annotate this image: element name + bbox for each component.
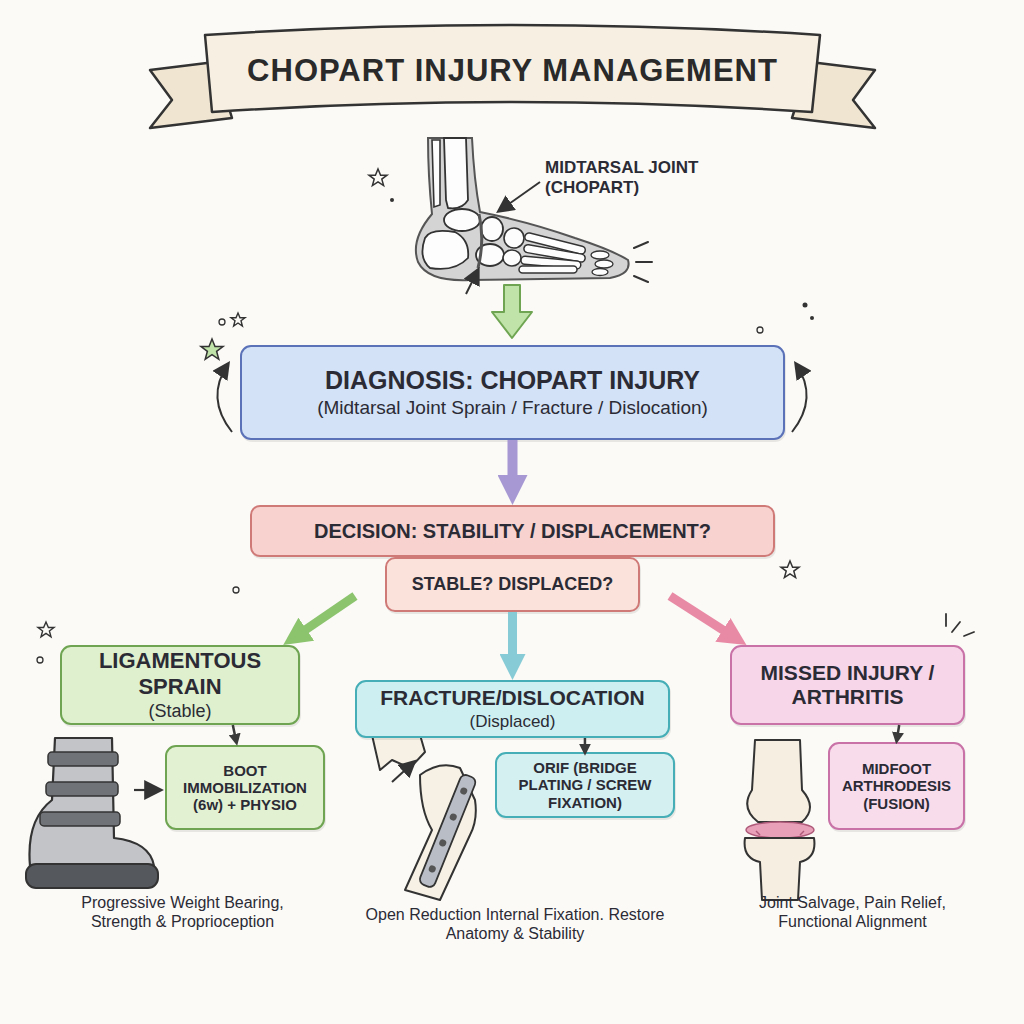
- decision-tab: STABLE? DISPLACED?: [385, 557, 640, 612]
- sparkle-lines: [946, 614, 974, 636]
- diagnosis-box: DIAGNOSIS: CHOPART INJURY(Midtarsal Join…: [240, 345, 785, 440]
- treatment-box: BOOT IMMOBILIZATION (6w) + PHYSIO: [165, 745, 325, 830]
- star-doodle: [38, 622, 54, 637]
- dot-doodle: [37, 657, 43, 663]
- navicular-bone: [481, 217, 503, 241]
- boot-strap: [46, 782, 118, 796]
- box-heading: LIGAMENTOUS SPRAIN: [68, 647, 292, 700]
- dot-doodle: [803, 303, 808, 308]
- pointer-arrow: [134, 789, 160, 791]
- flow-arrow: [898, 725, 899, 734]
- title-banner: [205, 25, 820, 112]
- dot-doodle: [810, 316, 814, 320]
- femur-bone: [747, 740, 810, 822]
- box-heading: MIDFOOT ARTHRODESIS (FUSION): [836, 759, 957, 813]
- star-doodle: [201, 339, 223, 359]
- flow-arrow: [233, 725, 235, 736]
- toe-bone: [591, 251, 609, 259]
- cuneiform-bone: [503, 250, 521, 266]
- sparkle-lines: [634, 242, 652, 282]
- cuneiform-bone: [504, 228, 524, 248]
- dot-doodle: [757, 327, 763, 333]
- inflamed-cartilage: [746, 822, 814, 838]
- boot-strap: [40, 812, 120, 826]
- flow-arrow: [584, 738, 587, 746]
- treatment-box: MIDFOOT ARTHRODESIS (FUSION): [828, 742, 965, 830]
- dot-doodle: [390, 198, 394, 202]
- box-heading: MISSED INJURY / ARTHRITIS: [738, 660, 957, 710]
- joint-mark: [756, 831, 804, 835]
- boot-sole: [26, 864, 158, 888]
- note-text: Open Reduction Internal Fixation. Restor…: [365, 905, 665, 943]
- box-subtitle: (Midtarsal Joint Sprain / Fracture / Dis…: [313, 396, 712, 420]
- star-doodle: [781, 561, 799, 578]
- screw-head: [459, 787, 468, 796]
- box-heading: BOOT IMMOBILIZATION (6w) + PHYSIO: [173, 761, 317, 815]
- flow-arrow: [492, 285, 532, 338]
- star-doodle: [369, 169, 387, 186]
- bridge-plate: [418, 773, 477, 888]
- flow-arrow: [670, 596, 727, 633]
- flow-arrow: [508, 440, 518, 480]
- box-heading: ORIF (BRIDGE PLATING / SCREW FIXATION): [503, 758, 667, 812]
- leader-arrow: [466, 270, 478, 294]
- box-heading: FRACTURE/DISLOCATION: [376, 685, 648, 711]
- decision-question: STABLE? DISPLACED?: [408, 573, 618, 596]
- leader-arrow: [499, 182, 540, 211]
- decision-banner: DECISION: STABILITY / DISPLACEMENT?: [250, 505, 775, 557]
- walker-boot: [29, 738, 154, 866]
- dot-doodle: [219, 319, 225, 325]
- tibia-bone: [745, 838, 815, 900]
- flow-arrow: [302, 596, 355, 632]
- boot-strap: [48, 752, 118, 766]
- cycle-arrow: [792, 364, 807, 432]
- process-box: LIGAMENTOUS SPRAIN(Stable): [60, 645, 300, 725]
- fibula-bone: [432, 140, 440, 207]
- title-text: CHOPART INJURY MANAGEMENT: [215, 42, 810, 100]
- decision-heading: DECISION: STABILITY / DISPLACEMENT?: [310, 519, 715, 544]
- screw-head: [449, 812, 458, 821]
- pointer-arrow: [392, 762, 414, 782]
- part-label: MIDTARSAL JOINT (CHOPART): [545, 158, 720, 199]
- box-subtitle: (Displaced): [466, 711, 560, 733]
- screw-head: [438, 838, 447, 847]
- screw-head: [428, 864, 437, 873]
- plate-body: [418, 773, 477, 888]
- toe-bone: [595, 260, 613, 268]
- toe-bone: [592, 269, 608, 276]
- decision-box: DECISION: STABILITY / DISPLACEMENT? STABL…: [250, 505, 775, 612]
- cycle-arrow: [217, 364, 232, 432]
- dot-doodle: [233, 587, 239, 593]
- process-box: FRACTURE/DISLOCATION(Displaced): [355, 680, 670, 738]
- talus-bone: [444, 209, 480, 231]
- calcaneus-bone: [422, 231, 468, 269]
- joint-line: [478, 214, 482, 268]
- note-text: Joint Salvage, Pain Relief, Functional A…: [735, 893, 970, 931]
- box-heading: DIAGNOSIS: CHOPART INJURY: [321, 365, 704, 396]
- star-doodle: [231, 313, 245, 326]
- box-subtitle: (Stable): [144, 700, 215, 723]
- tibia-bone: [444, 138, 468, 208]
- metatarsal-bone: [519, 266, 577, 273]
- process-box: MISSED INJURY / ARTHRITIS: [730, 645, 965, 725]
- flow-arrow: [508, 612, 517, 658]
- note-text: Progressive Weight Bearing, Strength & P…: [55, 893, 310, 931]
- treatment-box: ORIF (BRIDGE PLATING / SCREW FIXATION): [495, 752, 675, 818]
